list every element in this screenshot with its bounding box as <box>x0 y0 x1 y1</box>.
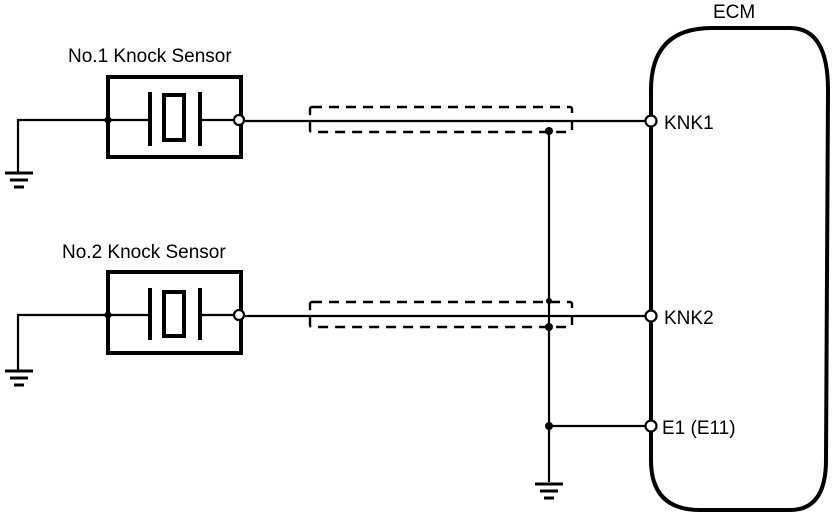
sensor-1-shield <box>308 105 574 134</box>
sensor-1-crystal <box>162 93 186 142</box>
shield-ground-icon <box>535 482 563 500</box>
sensor-2-ground-wire <box>16 313 108 370</box>
sensor-1-housing <box>106 75 243 159</box>
sensor-1-ground-wire <box>16 118 108 172</box>
ecm-block <box>649 26 831 512</box>
sensor-2-output-terminal <box>232 308 246 322</box>
knk2-terminal <box>644 309 658 323</box>
knk1-label: KNK1 <box>664 113 714 134</box>
sensor-2-housing <box>106 270 243 355</box>
e1-terminal <box>644 419 658 433</box>
sensor-2-crystal <box>162 290 186 338</box>
knk2-label: KNK2 <box>664 308 714 329</box>
sensor-2-ground-icon <box>5 369 33 387</box>
ecm-label: ECM <box>713 2 755 23</box>
e1-label: E1 (E11) <box>662 418 736 439</box>
sensor-1-output-terminal <box>232 113 246 127</box>
sensor-1-label: No.1 Knock Sensor <box>68 46 232 67</box>
sensor-2 <box>104 270 243 355</box>
sensor-1 <box>104 75 243 159</box>
knk1-terminal <box>644 114 658 128</box>
sensor-2-label: No.2 Knock Sensor <box>62 242 226 263</box>
sensor-2-shield <box>308 300 574 329</box>
sensor-1-ground-icon <box>5 171 33 189</box>
